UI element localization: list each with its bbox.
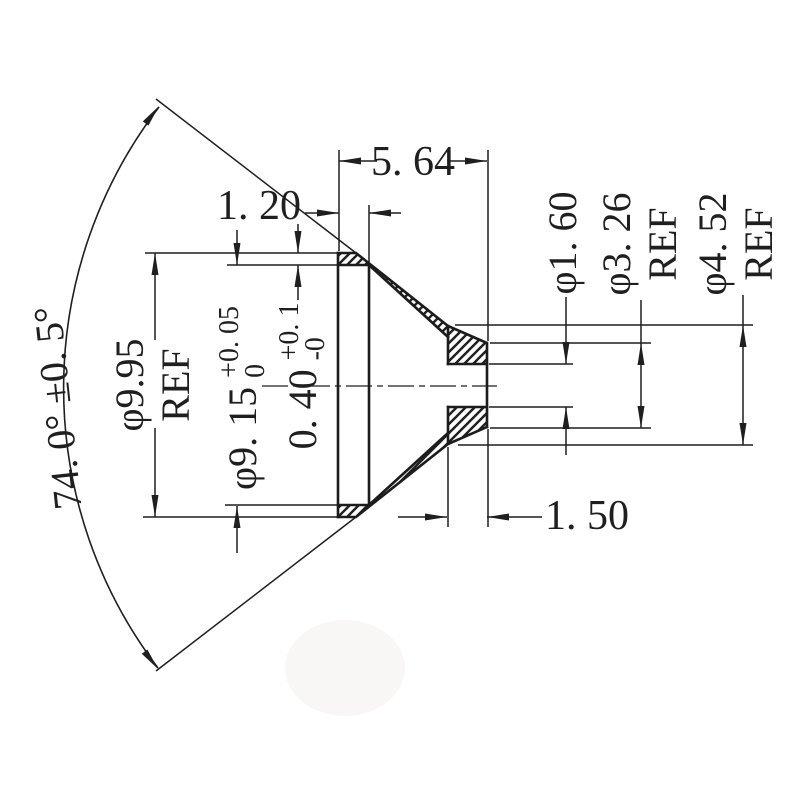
- hatch-tip-bottom: [447, 406, 488, 445]
- dim-tip-diameter-value: φ4. 52: [690, 192, 735, 296]
- dim-bore-diameter-tolerance: +0. 05 0: [214, 306, 271, 378]
- dim-tip-length: 1. 50: [545, 493, 629, 539]
- dim-rim-wall: 0. 40 +0. 1 -0: [274, 303, 331, 450]
- tolerance-minus: -0: [300, 337, 331, 361]
- dim-mid-diameter-value: φ3. 26: [594, 192, 639, 296]
- dim-outer-diameter: φ9.95 REF: [107, 338, 199, 431]
- angle-arc-arrowheads: [141, 106, 159, 669]
- dim-outer-diameter-ref: REF: [153, 348, 198, 422]
- dim-mid-diameter-ref: REF: [640, 207, 685, 281]
- part-outline: [336, 251, 489, 519]
- dim-mid-diameter: φ3. 26 REF: [594, 192, 686, 295]
- scan-artifact: [285, 620, 405, 716]
- dim-bore-diameter: φ9. 15 +0. 05 0: [214, 306, 271, 490]
- dim-outer-diameter-value: φ9.95: [107, 338, 152, 432]
- extension-lines: [143, 150, 753, 527]
- construction-lines: [155, 98, 357, 672]
- dim-rim-wall-value: 0. 40: [280, 369, 325, 450]
- dim-hole-diameter: φ1. 60: [540, 191, 585, 295]
- section-hatch-regions: [337, 252, 488, 518]
- tolerance-minus: 0: [240, 363, 271, 378]
- dim-overall-length: 5. 64: [371, 139, 455, 185]
- dim-rim-wall-tolerance: +0. 1 -0: [274, 303, 331, 361]
- dimension-arrowheads: [151, 157, 747, 528]
- angle-arc: [62, 106, 160, 669]
- dim-tip-diameter-ref: REF: [736, 207, 781, 281]
- dim-tip-diameter: φ4. 52 REF: [690, 192, 782, 295]
- dim-bore-diameter-value: φ9. 15: [220, 386, 265, 490]
- hatch-tip-top: [447, 325, 488, 365]
- dim-bore-depth: 1. 20: [217, 183, 301, 229]
